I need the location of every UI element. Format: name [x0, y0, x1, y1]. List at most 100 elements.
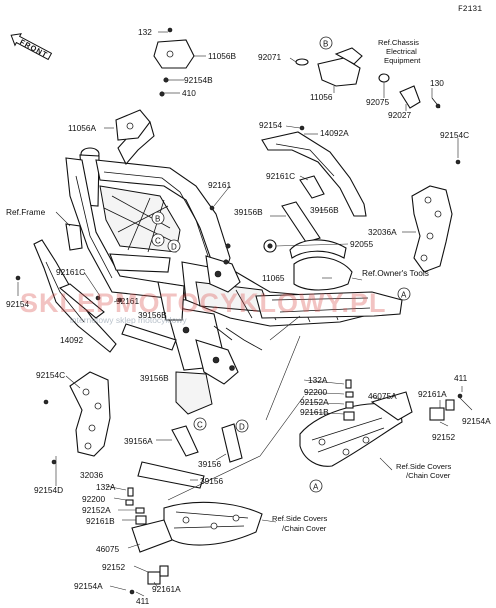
- callout-46075: 46075: [96, 544, 119, 554]
- callout-132A-left: 132A: [96, 482, 116, 492]
- marker-B-top: B: [319, 36, 333, 50]
- svg-text:D: D: [239, 423, 245, 432]
- bolts-92154B: [159, 77, 169, 97]
- callout-11056A: 11056A: [68, 123, 96, 133]
- marker-A-lower: A: [309, 479, 323, 493]
- callout-92027: 92027: [388, 110, 411, 120]
- callout-39156B-d: 39156B: [140, 373, 169, 383]
- callout-92161C-top: 92161C: [266, 171, 295, 181]
- callout-92154C-left: 92154C: [36, 370, 65, 380]
- bracket-32036: [69, 371, 111, 457]
- fasteners-right: [343, 379, 463, 421]
- rubber-92055: [263, 239, 347, 259]
- callout-92152-right: 92152: [432, 432, 455, 442]
- ref-side-covers-1a: Ref.Side Covers: [396, 462, 451, 471]
- svg-text:B: B: [155, 215, 160, 224]
- svg-text:B: B: [323, 40, 328, 49]
- callout-92161A-left: 92161A: [152, 584, 181, 594]
- callout-92161A-right: 92161A: [418, 389, 447, 399]
- mount-11056A: [115, 109, 151, 141]
- fasteners-left: [125, 487, 169, 595]
- marker-D-lower: D: [235, 419, 249, 433]
- marker-B-frame: B: [151, 211, 165, 225]
- callout-130: 130: [430, 78, 444, 88]
- callout-39156B-c: 39156B: [138, 310, 167, 320]
- callout-32036: 32036: [80, 470, 103, 480]
- marker-C-frame: C: [151, 233, 165, 247]
- callout-411-right: 411: [454, 373, 468, 383]
- callout-92154D: 92154D: [34, 485, 63, 495]
- watermark: SKLEPMOTOCYKLOWY.PL internetowy sklep mo…: [20, 288, 387, 325]
- ref-owners-tools: Ref.Owner's Tools: [362, 268, 429, 278]
- ref-chassis-line1: Ref.Chassis: [378, 38, 419, 47]
- frame-body: [65, 121, 403, 415]
- callout-132: 132: [138, 27, 152, 37]
- callout-11065: 11065: [262, 273, 285, 283]
- tool-tray-11065: [293, 256, 353, 291]
- callout-labels: 132 11056B 92154B 410 11056A 92071 11056…: [6, 27, 491, 606]
- marker-A-frame: A: [397, 287, 411, 301]
- callout-39156B-a: 39156B: [234, 207, 263, 217]
- cover-14092A: [261, 131, 367, 217]
- callout-14092A: 14092A: [320, 128, 349, 138]
- svg-text:A: A: [313, 483, 319, 492]
- marker-D-frame: D: [167, 239, 181, 253]
- callout-92152A-left: 92152A: [82, 505, 111, 515]
- leader-lines: [17, 31, 473, 597]
- callout-92154B: 92154B: [184, 75, 213, 85]
- callout-92154-left: 92154: [6, 299, 29, 309]
- svg-text:internetowy sklep motocyklowy: internetowy sklep motocyklowy: [70, 315, 187, 325]
- svg-text:A: A: [401, 291, 407, 300]
- mount-11056B: [153, 27, 195, 69]
- front-arrow-icon: FRONT: [10, 33, 53, 61]
- callout-92154A-left: 92154A: [74, 581, 103, 591]
- marker-C-lower: C: [193, 417, 207, 431]
- ref-side-covers-2a: Ref.Side Covers: [272, 514, 327, 523]
- svg-text:C: C: [197, 421, 203, 430]
- ref-chassis-line2: Electrical: [386, 47, 417, 56]
- pads-39156: [137, 423, 243, 489]
- callout-92161-left: 92161: [116, 296, 139, 306]
- callout-411-left: 411: [136, 596, 150, 606]
- ref-side-covers-2b: /Chain Cover: [282, 524, 327, 533]
- callout-92055: 92055: [350, 239, 373, 249]
- callout-92161B-right: 92161B: [300, 407, 329, 417]
- callout-92161C-left: 92161C: [56, 267, 85, 277]
- callout-92154A-right: 92154A: [462, 416, 491, 426]
- callout-92071: 92071: [258, 52, 281, 62]
- callout-32036A: 32036A: [368, 227, 397, 237]
- callout-92200-left: 92200: [82, 494, 105, 504]
- callout-39156B-b: 39156B: [310, 205, 339, 215]
- callout-39156: 39156: [198, 459, 221, 469]
- callout-92075: 92075: [366, 97, 389, 107]
- svg-text:SKLEPMOTOCYKLOWY.PL: SKLEPMOTOCYKLOWY.PL: [20, 288, 387, 318]
- callout-92154-top: 92154: [259, 120, 282, 130]
- svg-text:C: C: [155, 237, 161, 246]
- callout-132A-right: 132A: [308, 375, 328, 385]
- ref-frame: Ref.Frame: [6, 207, 46, 217]
- callout-14092: 14092: [60, 335, 83, 345]
- callout-410: 410: [182, 88, 196, 98]
- ref-chassis-line3: Equipment: [384, 56, 421, 65]
- callout-46075A: 46075A: [368, 391, 397, 401]
- front-label: FRONT: [18, 37, 49, 59]
- callout-39156-bottom: 39156: [200, 476, 223, 486]
- callout-11056B: 11056B: [208, 51, 236, 61]
- callout-11056: 11056: [310, 92, 333, 102]
- callout-92161B-left: 92161B: [86, 516, 115, 526]
- figure-code: F2131: [458, 5, 482, 14]
- side-cover-46075A: [299, 391, 413, 467]
- callout-39156A: 39156A: [124, 436, 153, 446]
- callout-92152-left: 92152: [102, 562, 125, 572]
- callout-92154C-top: 92154C: [440, 130, 469, 140]
- callout-92161-mid: 92161: [208, 180, 231, 190]
- pads-39156B: [58, 175, 325, 351]
- svg-text:D: D: [171, 243, 177, 252]
- bracket-32036A: [411, 185, 453, 273]
- callout-92152A-right: 92152A: [300, 397, 329, 407]
- side-cover-46075: [131, 501, 263, 553]
- bolt-icons: [15, 125, 461, 465]
- bracket-11056: [295, 47, 441, 109]
- callout-92200-right: 92200: [304, 387, 327, 397]
